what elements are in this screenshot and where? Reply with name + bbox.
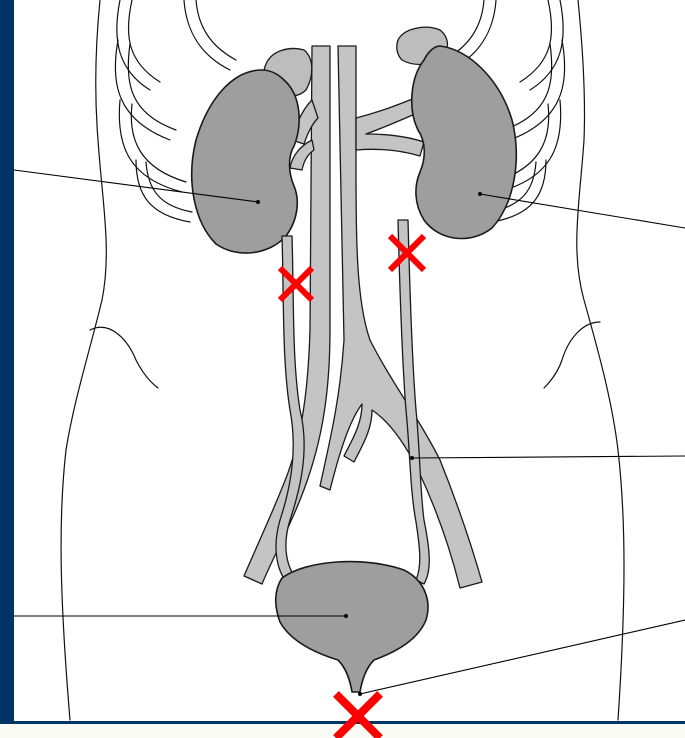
right-kidney [192, 70, 299, 253]
torso-left-edge [61, 0, 106, 720]
rib [119, 100, 182, 192]
rib [146, 162, 192, 212]
urinary-system-diagram [14, 0, 685, 721]
rib [115, 40, 170, 140]
left-kidney-leader-dot [478, 192, 482, 196]
urinary-bladder [276, 562, 428, 692]
left-kidney-leader [480, 194, 685, 228]
rib [128, 0, 160, 82]
rib [196, 0, 236, 60]
rib [510, 40, 565, 140]
urinary-system-figure [14, 0, 685, 721]
left-kidney [412, 46, 517, 238]
rib [530, 0, 563, 90]
right-hip-contour [544, 322, 600, 388]
bladder-leader-dot [344, 614, 348, 618]
right-kidney-leader-dot [256, 200, 260, 204]
rib [117, 0, 150, 90]
left-ureter-leader-dot [410, 456, 414, 460]
urethra-cross-mark [336, 694, 380, 721]
torso-right-edge [577, 0, 624, 720]
urethra-leader-dot [358, 692, 362, 696]
rib [136, 160, 190, 222]
left-hip-contour [90, 327, 158, 388]
rib [520, 0, 552, 82]
left-ureter-leader [412, 456, 685, 458]
